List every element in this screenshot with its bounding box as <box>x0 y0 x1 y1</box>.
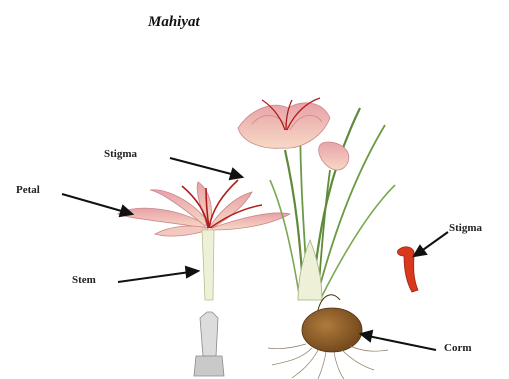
arrow-stigma <box>170 158 235 175</box>
label-stigma-isolated: Stigma <box>449 222 482 234</box>
label-petal: Petal <box>16 184 40 196</box>
label-corm: Corm <box>444 342 472 354</box>
flower-stem <box>202 230 214 300</box>
arrow-stigma-isolated <box>420 232 448 252</box>
arrow-petal <box>62 194 125 212</box>
label-stigma-flower: Stigma <box>104 148 137 160</box>
corm-bulb <box>302 308 362 352</box>
arrow-corm <box>368 336 436 350</box>
arrow-stem <box>118 272 190 282</box>
label-stem: Stem <box>72 274 96 286</box>
